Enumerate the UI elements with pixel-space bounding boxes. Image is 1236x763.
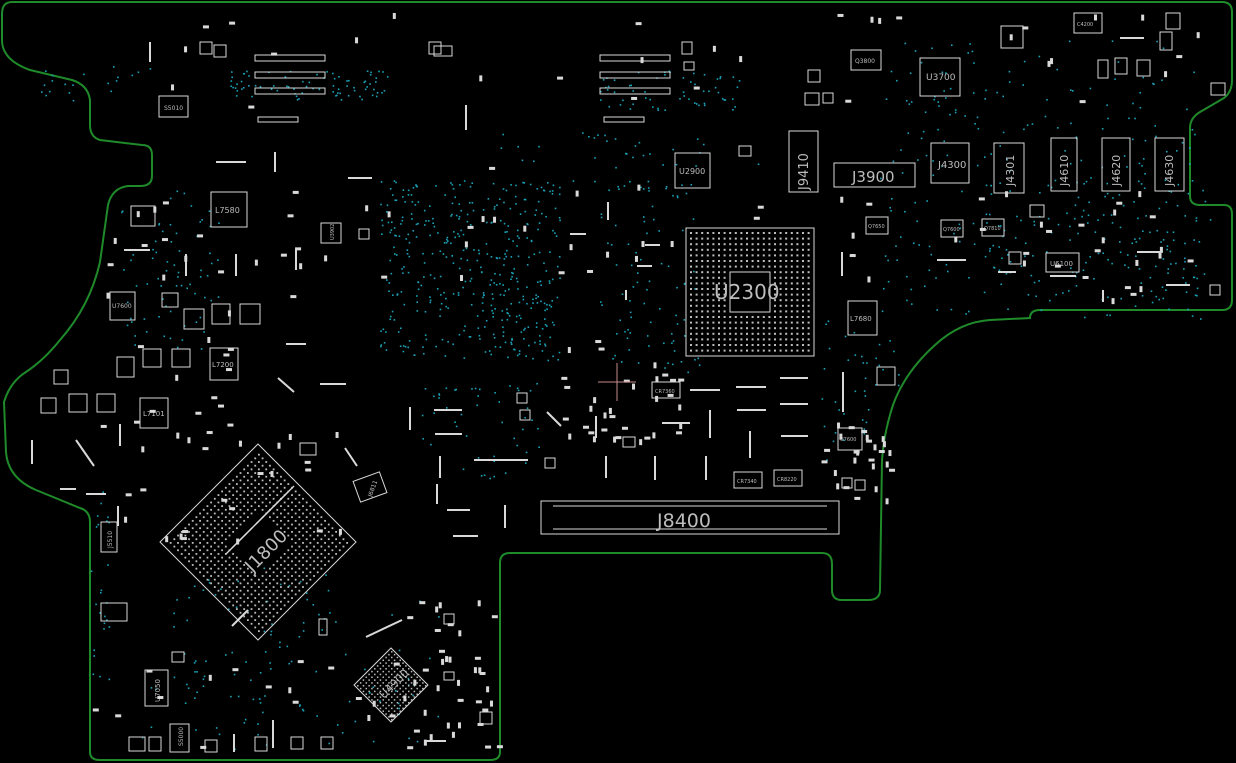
component-s5010[interactable]: S5010	[158, 95, 189, 118]
label-u2900: U2900	[679, 167, 705, 176]
label-l7200: L7200	[212, 361, 234, 369]
label-l7101: L7101	[143, 410, 165, 418]
component-u7050[interactable]: U7050	[144, 669, 169, 707]
label-u3902: U3902	[330, 224, 336, 240]
component-u3700[interactable]: U3700	[919, 57, 961, 97]
label-cr8220: CR8220	[777, 477, 797, 483]
label-u3700: U3700	[926, 73, 956, 83]
label-j4630: J4630	[1163, 155, 1176, 187]
label-j9410: J9410	[797, 153, 812, 191]
component-q7810[interactable]: Q7810	[981, 218, 1005, 237]
label-s5010: S5010	[164, 105, 183, 112]
label-j4620: J4620	[1110, 155, 1123, 187]
component-j4610[interactable]: J4610	[1050, 137, 1078, 192]
component-l7101[interactable]: L7101	[139, 397, 169, 429]
component-j4620[interactable]: J4620	[1101, 137, 1131, 192]
label-q7600: Q7600	[943, 227, 960, 233]
label-j8400: J8400	[656, 510, 711, 532]
component-u4900[interactable]: U4900	[353, 647, 429, 723]
label-l7580: L7580	[215, 206, 240, 215]
component-j5510[interactable]: J5510	[100, 521, 118, 553]
component-u2300[interactable]: U2300	[685, 227, 815, 357]
label-u7600b: U7600	[840, 437, 856, 443]
component-j4300[interactable]: J4300	[930, 142, 970, 184]
component-j3900[interactable]: J3900	[833, 162, 916, 188]
label-u7050: U7050	[154, 679, 162, 702]
component-j8400[interactable]: J8400	[540, 500, 840, 535]
label-l7680: L7680	[850, 315, 872, 323]
component-u7600[interactable]: U7600	[109, 291, 136, 321]
component-c4200[interactable]: C4200	[1073, 12, 1103, 34]
component-s5000[interactable]: S5000	[169, 723, 190, 753]
component-u3902[interactable]: U3902	[320, 222, 342, 244]
component-j4301[interactable]: J4301	[993, 142, 1025, 194]
component-cr7340[interactable]: CR7340	[733, 471, 763, 489]
label-cr7360: CR7360	[655, 389, 675, 395]
component-j9410[interactable]: J9410	[788, 130, 819, 193]
component-cr7360[interactable]: CR7360	[651, 381, 681, 399]
label-j3900: J3900	[851, 168, 895, 186]
label-q7650: Q7650	[868, 224, 885, 230]
label-u2300: U2300	[714, 280, 780, 304]
label-q3800: Q3800	[855, 58, 875, 65]
component-q3800[interactable]: Q3800	[850, 49, 882, 71]
label-j4610: J4610	[1058, 155, 1071, 187]
component-q7650[interactable]: Q7650	[865, 216, 889, 235]
component-q7600[interactable]: Q7600	[940, 219, 964, 238]
label-q7810: Q7810	[984, 226, 1001, 232]
label-s5000: S5000	[178, 727, 185, 746]
component-cr8220[interactable]: CR8220	[773, 469, 803, 487]
label-j4301: J4301	[1004, 155, 1017, 187]
small-components	[31, 12, 1226, 753]
via-field	[40, 40, 1212, 751]
component-u2900[interactable]: U2900	[674, 152, 711, 189]
label-c4200: C4200	[1077, 22, 1093, 28]
component-j6811[interactable]: J6811	[352, 471, 388, 503]
label-u6100: U6100	[1050, 260, 1073, 268]
label-j5510: J5510	[107, 531, 114, 549]
component-l7200[interactable]: L7200	[209, 347, 239, 381]
label-j1800: J1800	[240, 526, 292, 578]
crosshair-icon	[598, 363, 636, 401]
label-j4300: J4300	[937, 160, 966, 171]
component-u6100[interactable]: U6100	[1045, 252, 1080, 273]
label-cr7340: CR7340	[737, 479, 757, 485]
component-j4630[interactable]: J4630	[1154, 137, 1185, 192]
component-l7680[interactable]: L7680	[847, 300, 878, 336]
label-u7600: U7600	[112, 303, 132, 310]
component-l7580[interactable]: L7580	[210, 191, 248, 228]
